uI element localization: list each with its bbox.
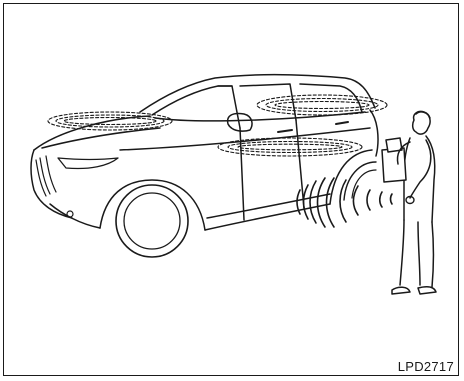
detection-zone-rear xyxy=(257,95,387,115)
radio-wave-signal-icon xyxy=(297,178,392,227)
figure-code: LPD2717 xyxy=(398,360,454,373)
detection-zone-side xyxy=(218,138,362,156)
